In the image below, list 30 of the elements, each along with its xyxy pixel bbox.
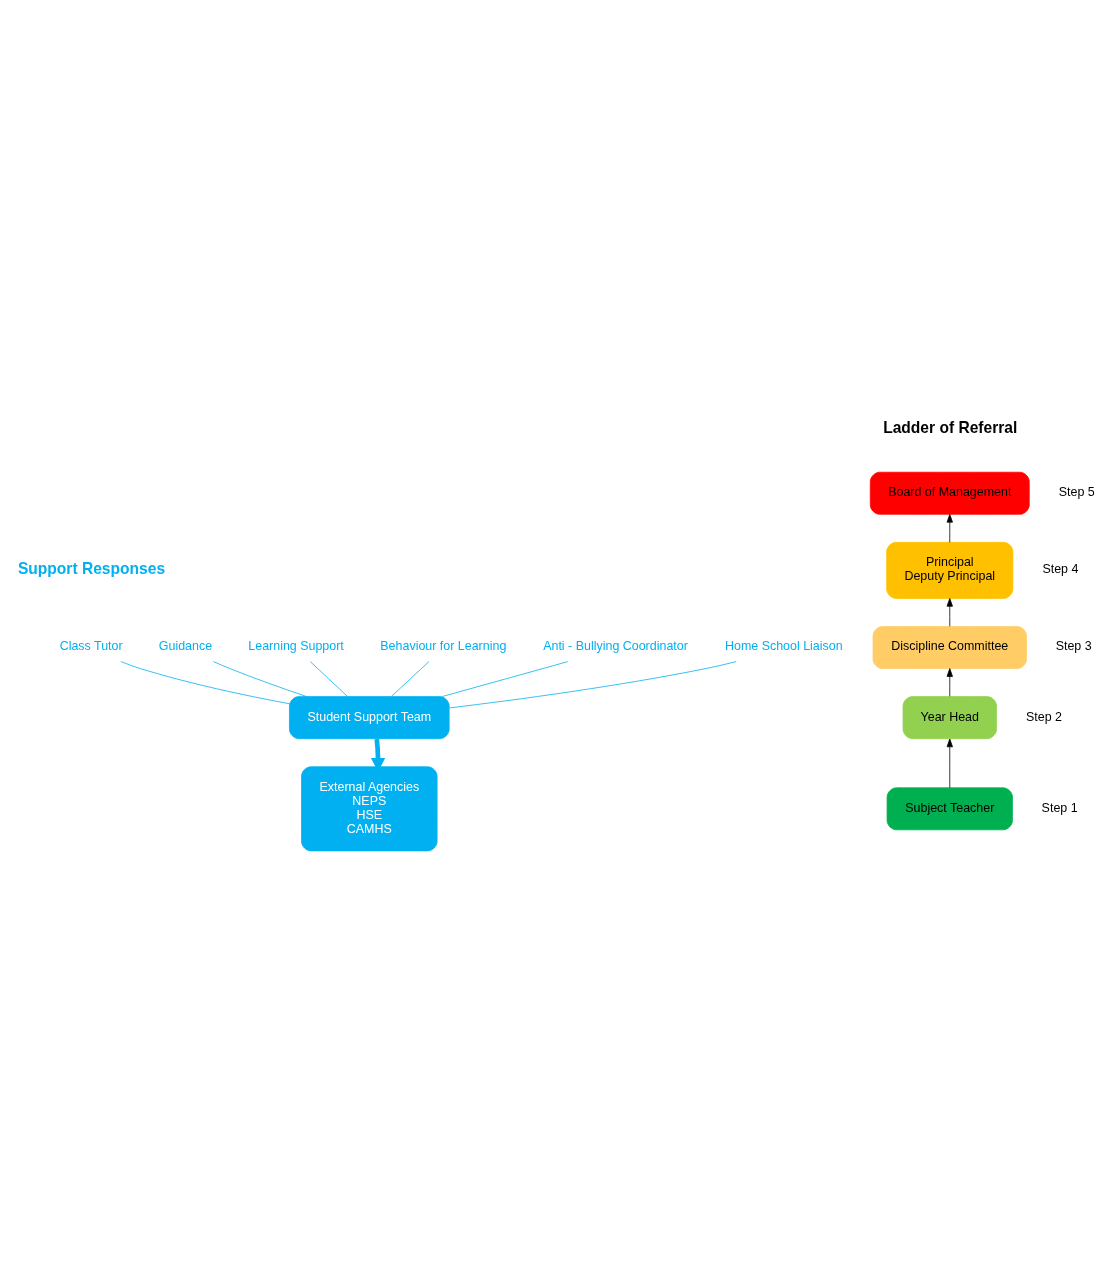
connector [309, 660, 348, 697]
node-label: Step 1 [1041, 800, 1078, 815]
connector [441, 660, 569, 697]
connector [390, 660, 430, 697]
node-text: Home School Liaison [724, 638, 843, 653]
node-box: Principal Deputy Principal [886, 541, 1014, 599]
node-text: Guidance [158, 638, 213, 653]
node-box: Year Head [902, 695, 997, 739]
node-box: External Agencies NEPS HSE CAMHS [301, 765, 438, 851]
node-box: Student Support Team [289, 695, 450, 739]
node-box: Discipline Committee [872, 625, 1027, 669]
node-label: Step 3 [1055, 638, 1092, 653]
node-box: Subject Teacher [886, 786, 1013, 830]
arrow [946, 597, 953, 627]
connector [448, 660, 737, 708]
node-text: Anti - Bullying Coordinator [543, 638, 688, 653]
connector [213, 660, 308, 697]
arrow [946, 667, 953, 697]
arrow [946, 738, 953, 788]
label: Support Responses [17, 559, 166, 577]
node-box: Board of Management [869, 471, 1030, 515]
connector [120, 660, 290, 704]
node-text: Behaviour for Learning [380, 638, 507, 653]
node-label: Step 2 [1026, 709, 1063, 724]
node-label: Step 4 [1042, 561, 1079, 576]
node-text: Learning Support [248, 638, 344, 653]
arrow [946, 513, 953, 543]
node-text: Class Tutor [59, 638, 123, 653]
label: Ladder of Referral [883, 418, 1018, 436]
node-label: Step 5 [1058, 484, 1095, 499]
